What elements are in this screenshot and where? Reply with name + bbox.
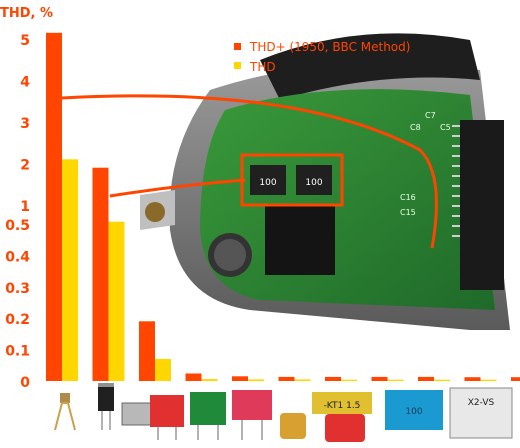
- callout-curve-upper: [61, 94, 438, 249]
- component-strip: -KT1 1.5 100 X2-VS: [54, 383, 513, 442]
- annotation-callouts: [61, 94, 438, 249]
- y-tick-label: 5: [20, 33, 30, 49]
- y-tick-label: 3: [20, 116, 30, 132]
- component-9: [325, 414, 365, 442]
- component-10-label: 100: [405, 407, 422, 417]
- component-4: [150, 395, 184, 440]
- legend: THD+ (1950, BBC Method) THD: [234, 40, 410, 74]
- component-3: [121, 402, 153, 426]
- bar-thd-7: [387, 379, 404, 381]
- bar-thd-1: [108, 221, 125, 381]
- bar-thd-plus-4: [232, 376, 248, 381]
- y-axis: THD, % 0 0.1 0.2 0.3 0.4 0.5 1 2 3 4 5: [0, 6, 53, 391]
- legend-swatch-thd-plus: [234, 43, 241, 50]
- bar-thd-4: [248, 379, 264, 381]
- bar-thd-plus-6: [325, 376, 341, 381]
- chip-label-1: 100: [259, 178, 276, 188]
- y-tick-label: 0.5: [5, 218, 30, 234]
- component-7: [280, 413, 306, 439]
- component-11: X2-VS: [449, 387, 513, 439]
- bar-thd-plus-0: [46, 32, 62, 382]
- bar-thd-plus-9: [464, 377, 481, 381]
- bar-thd-3: [201, 379, 218, 381]
- bar-thd-6: [341, 379, 357, 381]
- bar-thd-0: [62, 159, 78, 381]
- board-label-3: C8: [410, 123, 421, 132]
- component-8-label: -KT1 1.5: [324, 401, 361, 411]
- bar-thd-2: [155, 359, 171, 381]
- board-label-4: C16: [400, 193, 416, 202]
- bar-thd-5: [294, 379, 311, 381]
- legend-label-thd: THD: [249, 60, 276, 74]
- callout-curve-lower: [109, 178, 246, 198]
- bars: [46, 32, 520, 382]
- board-label-1: C5: [440, 123, 451, 132]
- y-tick-label: 0.1: [5, 344, 30, 360]
- board-label-5: C15: [400, 208, 416, 217]
- y-tick-label: 0.2: [5, 312, 30, 328]
- y-tick-label: 4: [20, 75, 30, 91]
- component-2: [98, 383, 114, 430]
- bar-thd-8: [434, 379, 450, 381]
- component-6: [232, 390, 272, 440]
- bar-thd-plus-7: [371, 376, 388, 381]
- bar-thd-plus-8: [418, 376, 434, 381]
- y-tick-label: 2: [20, 158, 30, 174]
- component-5: [190, 392, 226, 440]
- y-tick-label: 0.4: [5, 249, 30, 265]
- y-tick-label: 1: [20, 199, 30, 215]
- background-photo: 100 100 C5 C7 C8 C16 C15: [140, 33, 510, 330]
- bar-thd-plus-3: [185, 373, 202, 381]
- bar-thd-plus-5: [278, 376, 295, 381]
- component-11-label: X2-VS: [468, 398, 495, 408]
- component-10: 100: [385, 390, 443, 430]
- bar-thd-plus-1: [92, 167, 109, 381]
- y-tick-label: 0.3: [5, 281, 30, 297]
- bar-thd-plus-2: [139, 321, 155, 381]
- bar-thd-plus-10: [511, 377, 520, 381]
- y-tick-label: 0: [20, 375, 30, 391]
- y-axis-title: THD, %: [0, 6, 53, 21]
- legend-label-thd-plus: THD+ (1950, BBC Method): [249, 40, 410, 54]
- chip-label-2: 100: [305, 178, 322, 188]
- bar-thd-9: [480, 379, 497, 381]
- component-1: [54, 393, 76, 431]
- component-8: -KT1 1.5: [312, 392, 372, 414]
- legend-swatch-thd: [234, 62, 241, 69]
- board-label-2: C7: [425, 111, 436, 120]
